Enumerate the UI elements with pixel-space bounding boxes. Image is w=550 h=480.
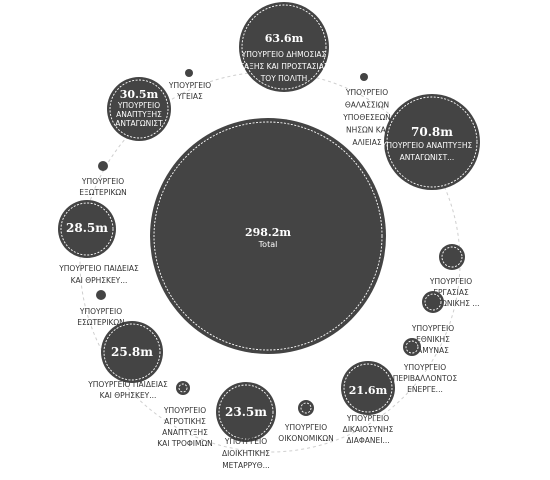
bubble-label: ΔΙΑΦΑΝΕΙ... (346, 436, 389, 445)
bubble-outline (178, 383, 188, 393)
bubble-label: ΥΠΟΥΡΓΕΙΟ ΑΝΑΠΤΥΞΗΣ (381, 141, 473, 150)
bubble-label: ΑΛΙΕΙΑΣ (352, 138, 382, 147)
bubble-circle (58, 200, 116, 258)
bubble-outline (60, 202, 114, 256)
bubble-label: ΥΠΟΥΡΓΕΙΟ (168, 81, 211, 90)
total-bubble[interactable]: 298.2m Total (150, 118, 386, 354)
bubble-label: ΥΠΟΥΡΓΕΙΟ (345, 88, 388, 97)
bubble-label: ΝΗΣΩΝ ΚΑΙ (346, 126, 388, 135)
bubble-label: ΤΑΞΗΣ ΚΑΙ ΠΡΟΣΤΑΣΙΑΣ (238, 62, 328, 71)
bubble-circle (96, 290, 106, 300)
bubble-label: ΥΠΟΥΡΓΕΙΟ (411, 324, 454, 333)
bubble-label: ΑΝΑΠΤΥΞΗΣ (162, 428, 208, 437)
bubble-17[interactable]: ΥΠΟΥΡΓΕΙΟ ΥΓΕΙΑΣ (168, 69, 211, 101)
bubble-label: ΥΠΟΥΡΓΕΙΟ (163, 406, 206, 415)
bubble-circle (107, 77, 171, 141)
bubble-label: ΑΓΡΟΤΙΚΗΣ (164, 417, 206, 426)
bubble-10[interactable]: ΥΠΟΥΡΓΕΙΟ ΑΓΡΟΤΙΚΗΣ ΑΝΑΠΤΥΞΗΣ ΚΑΙ ΤΡΟΦΙΜΩΝ (157, 381, 213, 448)
bubble-label: ΤΟΥ ΠΟΛΙΤΗ (260, 74, 308, 83)
bubble-label: ΥΠΟΥΡΓΕΙΟ ΠΑΙΔΕΙΑΣ (58, 264, 139, 273)
bubble-label: ΚΑΙ ΤΡΟΦΙΜΩΝ (157, 439, 213, 448)
bubble-11[interactable]: ΥΠΟΥΡΓΕΙΟ ΠΑΙΔΕΙΑΣ ΚΑΙ ΘΡΗΣΚΕΥ... (87, 380, 168, 400)
bubble-label: ΕΞΩΤΕΡΙΚΩΝ (79, 188, 127, 197)
bubble-outline (218, 384, 274, 440)
bubble-circle (384, 94, 480, 190)
total-value: 298.2m (245, 226, 291, 239)
bubble-label: ΥΠΟΘΕΣΕΩΝ (342, 113, 391, 122)
bubble-label: ΥΠΟΥΡΓΕΙΟ (81, 177, 124, 186)
bubble-label: ΑΝΤΑΓΩΝΙΣΤ (115, 119, 163, 128)
bubble-value: 21.6m (349, 384, 388, 397)
bubble-circle (360, 73, 368, 81)
bubble-label: ΠΕΡΙΒΑΛΛΟΝΤΟΣ (393, 374, 458, 383)
bubble-label: ΚΑΙ ΘΡΗΣΚΕΥ... (100, 391, 157, 400)
bubble-label: ΑΝΑΠΤΥΞΗΣ (116, 110, 162, 119)
bubble-outline (300, 402, 312, 414)
bubble-value: 70.8m (411, 125, 453, 139)
bubble-12[interactable]: 25.8m (101, 321, 163, 383)
bubble-label: ΕΝΕΡΓΕ... (407, 385, 443, 394)
bubble-value: 23.5m (225, 405, 267, 419)
bubble-label: ΥΠΟΥΡΓΕΙΟ (403, 363, 446, 372)
bubble-value: 30.5m (120, 88, 159, 101)
bubble-label: ΥΠΟΥΡΓΕΙΟ (284, 423, 327, 432)
bubble-outline (109, 79, 169, 139)
bubble-circle (216, 382, 276, 442)
bubble-2[interactable]: ΥΠΟΥΡΓΕΙΟ ΘΑΛΑΣΣΙΩΝ ΥΠΟΘΕΣΕΩΝ ΝΗΣΩΝ ΚΑΙ ΑΛΙΕ… (342, 73, 391, 147)
bubble-label: ΕΡΓΑΣΙΑΣ (433, 288, 469, 297)
bubble-15[interactable]: ΥΠΟΥΡΓΕΙΟ ΕΞΩΤΕΡΙΚΩΝ (79, 161, 127, 197)
bubble-label: ΔΙΚΑΙΟΣΥΝΗΣ (343, 425, 394, 434)
bubble-13[interactable]: ΥΠΟΥΡΓΕΙΟ ΕΣΩΤΕΡΙΚΩΝ (77, 290, 125, 327)
bubble-value: 25.8m (111, 345, 153, 359)
bubble-label: ΥΠΟΥΡΓΕΙΟ ΠΑΙΔΕΙΑΣ (87, 380, 168, 389)
bubble-label: ΥΓΕΙΑΣ (176, 92, 203, 101)
bubble-outline (441, 246, 463, 268)
bubble-label: ΚΟΙΝΩΝΙΚΗΣ ... (422, 299, 479, 308)
bubble-label: ΥΠΟΥΡΓΕΙΟ (117, 101, 160, 110)
bubble-label: ΜΕΤΑΡΡΥΘ... (222, 461, 270, 470)
bubble-circle (341, 361, 395, 415)
bubble-value: 63.6m (265, 32, 304, 45)
bubble-label: ΕΣΩΤΕΡΙΚΩΝ (77, 318, 125, 327)
bubble-8[interactable]: ΥΠΟΥΡΓΕΙΟ ΟΙΚΟΝΟΜΙΚΩΝ (278, 400, 334, 443)
bubble-4[interactable]: ΥΠΟΥΡΓΕΙΟ ΕΡΓΑΣΙΑΣ ΚΟΙΝΩΝΙΚΗΣ ... (422, 244, 480, 308)
bubble-label: ΑΝΤΑΓΩΝΙΣΤ... (400, 153, 455, 162)
bubble-outline (405, 340, 419, 354)
bubble-outline (424, 293, 442, 311)
bubble-circle (298, 400, 314, 416)
bubble-label: ΑΜΥΝΑΣ (417, 346, 449, 355)
bubble-circle (98, 161, 108, 171)
bubble-label: ΥΠΟΥΡΓΕΙΟ (346, 414, 389, 423)
bubble-label: ΚΑΙ ΘΡΗΣΚΕΥ... (71, 276, 128, 285)
bubble-outline (386, 96, 478, 188)
bubble-label: ΕΘΝΙΚΗΣ (416, 335, 450, 344)
bubble-circle (101, 321, 163, 383)
bubble-value: 28.5m (66, 221, 108, 235)
bubble-label: ΔΙΟΙΚΗΤΙΚΗΣ (222, 449, 270, 458)
bubble-label: ΥΠΟΥΡΓΕΙΟ (79, 307, 122, 316)
bubble-circle (239, 2, 329, 92)
total-label: Total (258, 240, 278, 249)
bubble-5[interactable]: ΥΠΟΥΡΓΕΙΟ ΕΘΝΙΚΗΣ ΑΜΥΝΑΣ (411, 291, 454, 355)
bubble-circle (185, 69, 193, 77)
bubble-label: ΟΙΚΟΝΟΜΙΚΩΝ (278, 434, 333, 443)
bubble-outline (103, 323, 161, 381)
bubble-label: ΥΠΟΥΡΓΕΙΟ (224, 437, 267, 446)
bubble-outline (343, 363, 393, 413)
bubble-outline (241, 4, 327, 90)
bubble-circle (439, 244, 465, 270)
bubble-label: ΥΠΟΥΡΓΕΙΟ (429, 277, 472, 286)
bubble-label: ΥΠΟΥΡΓΕΙΟ ΔΗΜΟΣΙΑΣ (241, 50, 327, 59)
bubble-6[interactable]: ΥΠΟΥΡΓΕΙΟ ΠΕΡΙΒΑΛΛΟΝΤΟΣ ΕΝΕΡΓΕ... (393, 338, 458, 394)
bubble-circle (176, 381, 190, 395)
bubble-label: ΘΑΛΑΣΣΙΩΝ (345, 101, 389, 110)
